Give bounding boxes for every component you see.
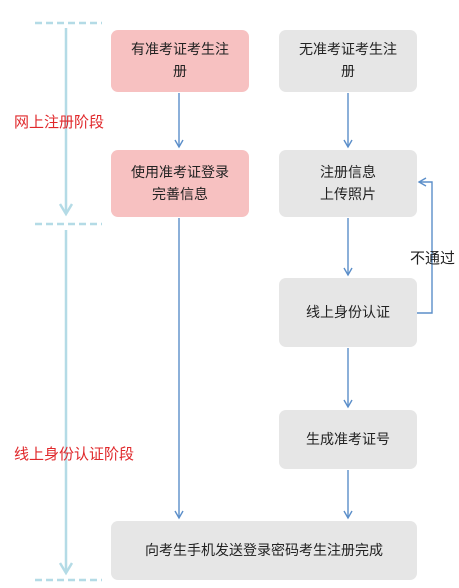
node-online-identity-verification-text: 线上身份认证: [306, 304, 390, 321]
node-upload-info-photo: 注册信息 上传照片: [279, 150, 417, 217]
arrow-not-passed-loop: [415, 177, 433, 314]
node-no-admission-registration: 无准考证考生注 册: [279, 30, 417, 92]
stage-label-identity-verification: 线上身份认证阶段: [14, 445, 135, 463]
node-send-login-password: 向考生手机发送登录密码考生注册完成: [111, 521, 417, 580]
node-admission-login-complete-info: 使用准考证登录 完善信息: [111, 150, 249, 217]
node-no-admission-registration-text: 无准考证考生注 册: [299, 42, 397, 80]
node-upload-info-photo-text: 注册信息 上传照片: [320, 164, 376, 203]
node-has-admission-registration-text: 有准考证考生注 册: [131, 42, 229, 80]
timeline: [35, 21, 102, 582]
node-admission-login-complete-info-text: 使用准考证登录 完善信息: [131, 164, 229, 203]
node-online-identity-verification: 线上身份认证: [279, 278, 417, 347]
node-send-login-password-text: 向考生手机发送登录密码考生注册完成: [145, 542, 383, 559]
node-generate-admission-number: 生成准考证号: [279, 410, 417, 469]
label-not-passed: 不通过: [410, 249, 456, 267]
node-generate-admission-number-text: 生成准考证号: [306, 431, 390, 448]
stage-label-online-registration: 网上注册阶段: [14, 113, 105, 131]
node-has-admission-registration: 有准考证考生注 册: [111, 30, 249, 92]
flow-arrows: [174, 93, 433, 520]
